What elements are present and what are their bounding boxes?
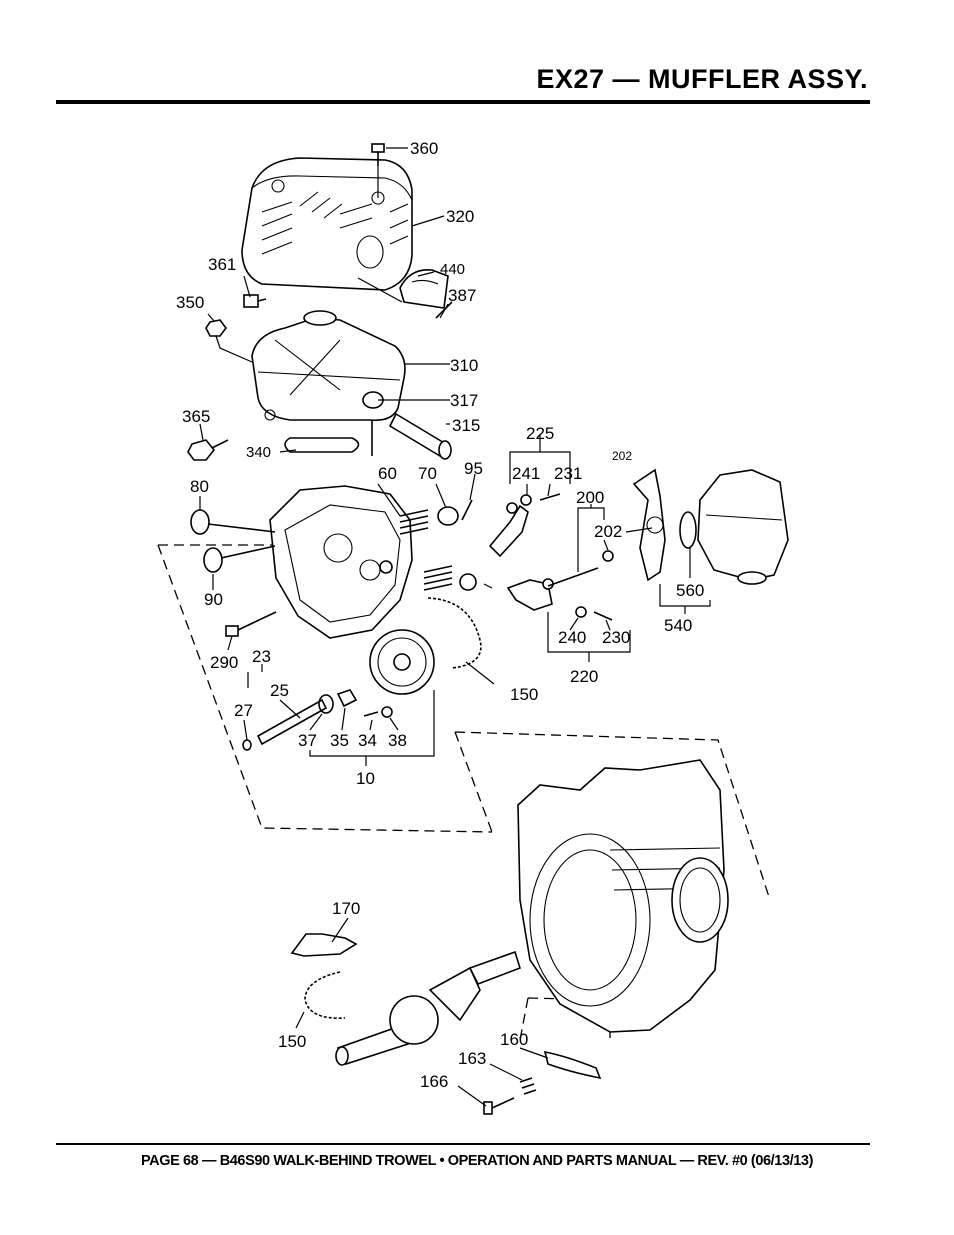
footer-rule bbox=[56, 1143, 870, 1145]
callout-37: 37 bbox=[298, 731, 317, 750]
guide-170 bbox=[290, 933, 358, 957]
gasket-340 bbox=[284, 437, 360, 453]
bolt-360 bbox=[371, 143, 385, 166]
spring-60 bbox=[399, 509, 453, 591]
nut-240 bbox=[575, 606, 587, 618]
heat-shield-440 bbox=[399, 269, 449, 309]
header-rule bbox=[56, 100, 870, 104]
spring-38 bbox=[381, 706, 393, 718]
ring-37 bbox=[318, 694, 334, 714]
callout-225: 225 bbox=[526, 424, 554, 443]
callout-23: 23 bbox=[252, 647, 271, 666]
page-footer: PAGE 68 — B46S90 WALK-BEHIND TROWEL • OP… bbox=[140, 1153, 814, 1169]
retainer-70 bbox=[437, 506, 477, 591]
page-title: EX27 — MUFFLER ASSY. bbox=[536, 64, 868, 94]
valve-80 bbox=[190, 509, 276, 535]
chain-150-lower bbox=[304, 971, 346, 1019]
cylinder-head bbox=[269, 485, 413, 639]
gasket-560 bbox=[679, 511, 697, 549]
bracket-540 bbox=[632, 468, 666, 582]
callout-361: 361 bbox=[208, 255, 236, 274]
callout-220: 220 bbox=[570, 667, 598, 686]
callout-150-upper: 150 bbox=[510, 685, 538, 704]
callout-440: 440 bbox=[440, 261, 465, 278]
callout-202-small: 202 bbox=[612, 449, 632, 463]
spring-230 bbox=[593, 611, 613, 621]
callout-230: 230 bbox=[602, 628, 630, 647]
callout-350: 350 bbox=[176, 293, 204, 312]
callout-241: 241 bbox=[512, 464, 540, 483]
callout-170: 170 bbox=[332, 899, 360, 918]
callout-200: 200 bbox=[576, 488, 604, 507]
bolt-290 bbox=[225, 611, 277, 637]
washer-27 bbox=[242, 739, 252, 751]
nut-350 bbox=[205, 319, 227, 337]
callout-25: 25 bbox=[270, 681, 289, 700]
callout-27: 27 bbox=[234, 701, 253, 720]
spring-163 bbox=[519, 1077, 537, 1095]
muffler-cover-320 bbox=[241, 157, 413, 291]
callout-80: 80 bbox=[190, 477, 209, 496]
callout-163: 163 bbox=[458, 1049, 486, 1068]
leader-lines bbox=[199, 147, 711, 1107]
callout-320: 320 bbox=[446, 207, 474, 226]
arm-35 bbox=[336, 689, 358, 708]
callout-160: 160 bbox=[500, 1030, 528, 1049]
shaft-25 bbox=[256, 698, 328, 746]
cam-gear bbox=[369, 629, 435, 695]
callout-315: 315 bbox=[452, 416, 480, 435]
callout-290: 290 bbox=[210, 653, 238, 672]
clip-202 bbox=[602, 550, 614, 562]
tensioner-160 bbox=[543, 1050, 602, 1080]
spring-231 bbox=[539, 493, 561, 501]
callout-90: 90 bbox=[204, 590, 223, 609]
callout-387: 387 bbox=[448, 286, 476, 305]
callout-202: 202 bbox=[594, 522, 622, 541]
rod-95 bbox=[461, 499, 493, 589]
bolt-166 bbox=[483, 1097, 515, 1115]
cam-chain-150-upper bbox=[427, 597, 482, 669]
callout-310: 310 bbox=[450, 356, 478, 375]
callout-60: 60 bbox=[378, 464, 397, 483]
callout-240: 240 bbox=[558, 628, 586, 647]
nut-241 bbox=[520, 494, 532, 506]
crankcase-group-boundary bbox=[454, 731, 771, 901]
callout-70: 70 bbox=[418, 464, 437, 483]
callout-35: 35 bbox=[330, 731, 349, 750]
rocker-arm-225 bbox=[488, 502, 529, 558]
pipe-315 bbox=[388, 412, 452, 460]
callout-38: 38 bbox=[388, 731, 407, 750]
valve-90 bbox=[203, 545, 276, 573]
callout-34: 34 bbox=[358, 731, 377, 750]
callout-317: 317 bbox=[450, 391, 478, 410]
callout-labels: 360 320 361 440 387 350 310 317 315 365 … bbox=[176, 139, 704, 1091]
shaft-200 bbox=[547, 567, 599, 587]
carburetor bbox=[697, 469, 789, 585]
callout-231: 231 bbox=[554, 464, 582, 483]
crankshaft bbox=[335, 950, 521, 1066]
muffler-310 bbox=[251, 310, 406, 422]
callout-150-lower: 150 bbox=[278, 1032, 306, 1051]
callout-365: 365 bbox=[182, 407, 210, 426]
bolt-365 bbox=[187, 439, 229, 461]
rocker-arm-220 bbox=[506, 578, 554, 611]
pin-34 bbox=[363, 711, 379, 717]
bolt-361 bbox=[243, 294, 267, 308]
callout-340: 340 bbox=[246, 444, 271, 461]
callout-95: 95 bbox=[464, 459, 483, 478]
callout-166: 166 bbox=[420, 1072, 448, 1091]
callout-540: 540 bbox=[664, 616, 692, 635]
callout-560: 560 bbox=[676, 581, 704, 600]
callout-360: 360 bbox=[410, 139, 438, 158]
callout-10: 10 bbox=[356, 769, 375, 788]
crankcase bbox=[517, 759, 729, 1033]
